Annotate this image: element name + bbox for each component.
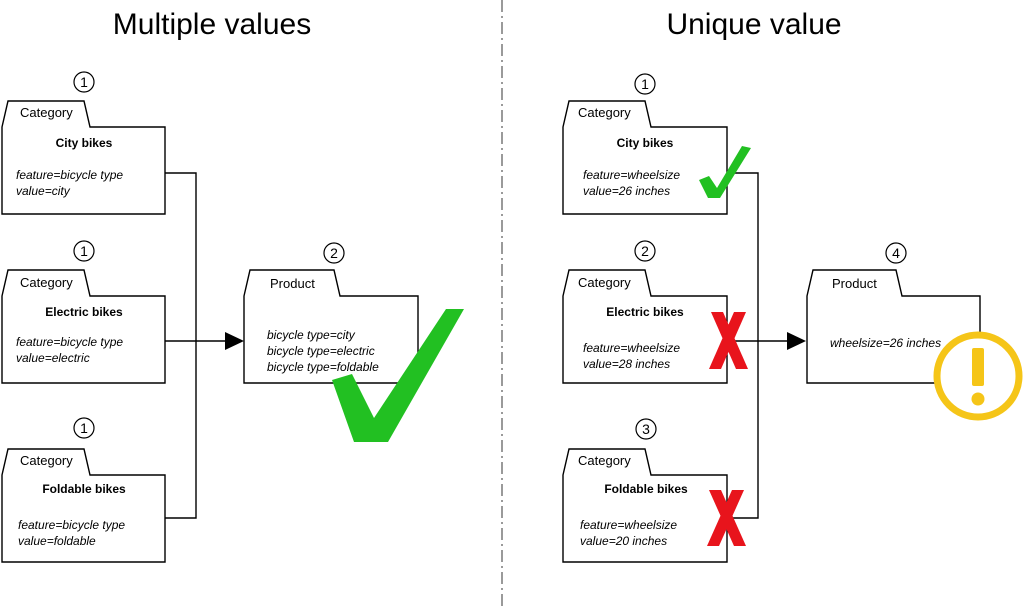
step-number: 1 — [80, 420, 88, 436]
category-name: City bikes — [617, 136, 674, 150]
category-tab-label: Category — [578, 453, 631, 468]
category-value: value=electric — [16, 351, 90, 365]
right-panel: Unique value 1 Category City bikes featu… — [562, 8, 1023, 563]
category-name: Foldable bikes — [604, 482, 688, 496]
left-panel-title: Multiple values — [113, 8, 311, 41]
category-tab-label: Category — [578, 275, 631, 290]
category-folder — [1, 448, 166, 563]
category-name: Electric bikes — [45, 305, 123, 319]
step-number: 4 — [892, 245, 900, 261]
category-feature: feature=bicycle type — [16, 168, 123, 182]
category-feature: feature=wheelsize — [580, 518, 677, 532]
cross-icon — [709, 312, 748, 369]
arrow-icon — [225, 332, 244, 350]
right-product: 4 Product wheelsize=26 inches — [806, 242, 981, 384]
product-line: bicycle type=electric — [267, 344, 375, 358]
category-tab-label: Category — [578, 105, 631, 120]
step-number: 3 — [642, 421, 650, 437]
step-number-badge — [73, 417, 95, 439]
step-number-badge — [634, 240, 656, 262]
category-folder — [1, 269, 166, 384]
step-number: 2 — [330, 245, 338, 261]
product-tab-label: Product — [270, 276, 315, 291]
right-connector — [727, 172, 759, 519]
category-feature: feature=bicycle type — [16, 335, 123, 349]
step-number-badge — [635, 418, 657, 440]
product-tab-label: Product — [832, 276, 877, 291]
category-folder — [562, 269, 728, 384]
right-category-electric: 2 Category Electric bikes feature=wheels… — [562, 240, 728, 384]
step-number-badge — [634, 73, 656, 95]
cross-icon — [707, 490, 746, 546]
category-value: value=26 inches — [583, 184, 670, 198]
category-value: value=20 inches — [580, 534, 667, 548]
category-tab-label: Category — [20, 275, 73, 290]
step-number-badge — [885, 242, 907, 264]
category-folder — [562, 448, 728, 563]
category-tab-label: Category — [20, 105, 73, 120]
left-panel: Multiple values 1 Category City bikes fe… — [1, 8, 464, 563]
right-category-city: 1 Category City bikes feature=wheelsize … — [562, 73, 728, 215]
step-number: 1 — [80, 243, 88, 259]
left-category-electric: 1 Category Electric bikes feature=bicycl… — [1, 240, 166, 384]
category-tab-label: Category — [20, 453, 73, 468]
category-value: value=foldable — [18, 534, 96, 548]
warning-icon — [933, 331, 1023, 421]
category-name: Foldable bikes — [42, 482, 126, 496]
category-name: Electric bikes — [606, 305, 684, 319]
step-number-badge — [323, 242, 345, 264]
product-folder — [243, 269, 419, 384]
product-line: bicycle type=foldable — [267, 360, 379, 374]
left-product: 2 Product bicycle type=city bicycle type… — [243, 242, 419, 384]
product-line: wheelsize=26 inches — [830, 336, 941, 350]
step-number-badge — [73, 240, 95, 262]
left-category-foldable: 1 Category Foldable bikes feature=bicycl… — [1, 417, 166, 563]
category-value: value=city — [16, 184, 71, 198]
left-category-city: 1 Category City bikes feature=bicycle ty… — [1, 71, 166, 215]
step-number: 1 — [641, 76, 649, 92]
product-folder — [806, 269, 981, 384]
category-name: City bikes — [56, 136, 113, 150]
check-icon — [699, 146, 751, 198]
product-line: bicycle type=city — [267, 328, 356, 342]
check-icon — [332, 309, 464, 442]
category-folder — [562, 100, 728, 215]
step-number-badge — [73, 71, 95, 93]
category-feature: feature=wheelsize — [583, 341, 680, 355]
arrow-icon — [787, 332, 806, 350]
category-value: value=28 inches — [583, 357, 670, 371]
right-category-foldable: 3 Category Foldable bikes feature=wheels… — [562, 418, 728, 563]
category-feature: feature=wheelsize — [583, 168, 680, 182]
right-panel-title: Unique value — [666, 8, 841, 41]
step-number: 2 — [641, 243, 649, 259]
category-feature: feature=bicycle type — [18, 518, 125, 532]
step-number: 1 — [80, 74, 88, 90]
left-connector — [165, 172, 197, 519]
category-folder — [1, 100, 166, 215]
